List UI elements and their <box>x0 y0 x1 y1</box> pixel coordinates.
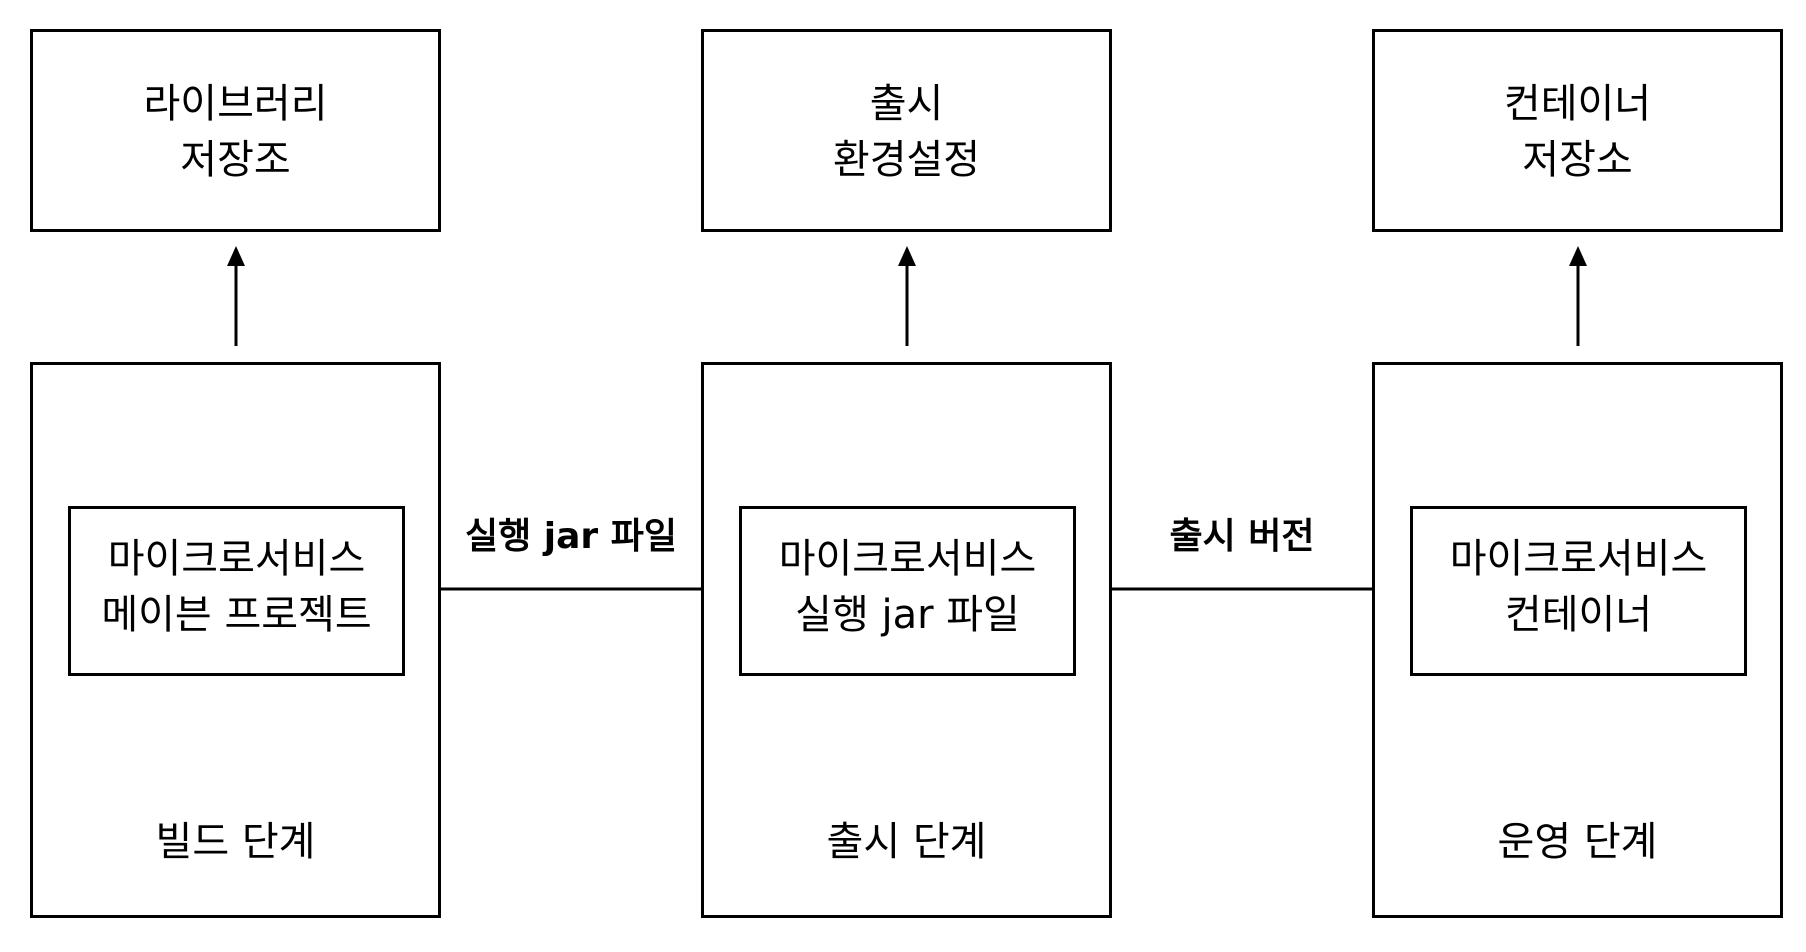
release-config-label: 출시 환경설정 <box>832 81 981 183</box>
build-stage-inner-label: 마이크로서비스 메이븐 프로젝트 <box>101 536 372 638</box>
build-stage-inner-box: 마이크로서비스 메이븐 프로젝트 <box>68 506 405 676</box>
up-arrow-operate <box>1569 246 1587 346</box>
release-config-box: 출시 환경설정 <box>701 29 1112 232</box>
operate-stage-inner-box: 마이크로서비스 컨테이너 <box>1410 506 1747 676</box>
operate-stage-label: 운영 단계 <box>1497 819 1658 865</box>
flow-label-jar: 실행 jar 파일 <box>465 516 677 557</box>
release-stage-inner-label: 마이크로서비스 실행 jar 파일 <box>778 536 1037 638</box>
release-stage-inner-box: 마이크로서비스 실행 jar 파일 <box>739 506 1076 676</box>
operate-stage-box: 마이크로서비스 컨테이너 운영 단계 <box>1372 362 1783 918</box>
up-arrow-release <box>898 246 916 346</box>
flow-label-release-version: 출시 버전 <box>1169 516 1315 557</box>
library-repository-box: 라이브러리 저장조 <box>30 29 441 232</box>
right-arrow-build-to-release <box>414 580 730 598</box>
build-stage-box: 마이크로서비스 메이븐 프로젝트 빌드 단계 <box>30 362 441 918</box>
release-stage-box: 마이크로서비스 실행 jar 파일 출시 단계 <box>701 362 1112 918</box>
right-arrow-release-to-operate <box>1085 580 1402 598</box>
build-stage-label: 빌드 단계 <box>155 819 316 865</box>
operate-stage-inner-label: 마이크로서비스 컨테이너 <box>1449 536 1708 638</box>
library-repository-label: 라이브러리 저장조 <box>143 81 328 183</box>
up-arrow-build <box>227 246 245 346</box>
container-repository-box: 컨테이너 저장소 <box>1372 29 1783 232</box>
container-repository-label: 컨테이너 저장소 <box>1503 81 1652 183</box>
release-stage-label: 출시 단계 <box>826 819 987 865</box>
